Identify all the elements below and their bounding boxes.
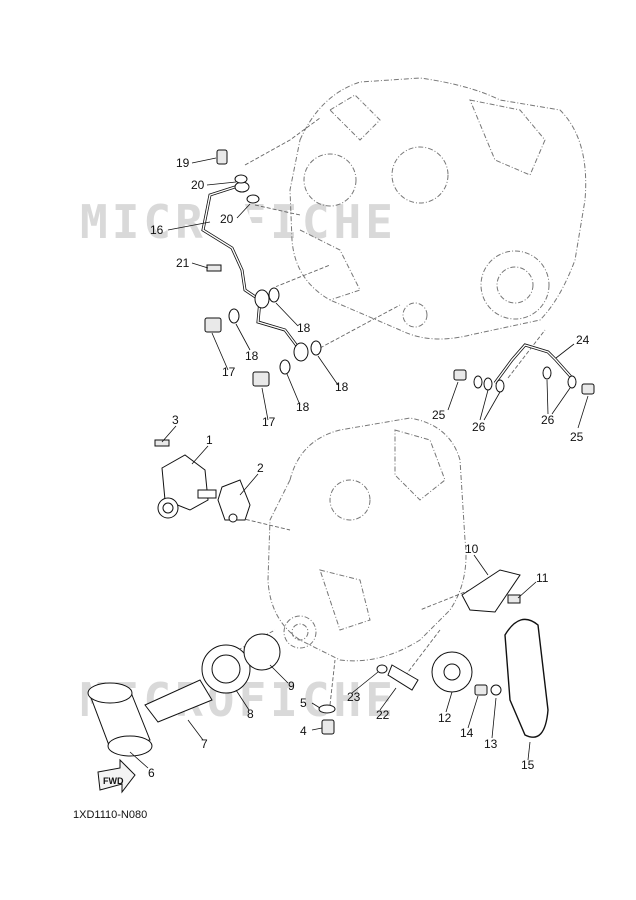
callout-20b: 20 <box>220 212 234 226</box>
callout-20a: 20 <box>191 178 205 192</box>
callout-15: 15 <box>521 758 535 772</box>
callout-25a: 25 <box>432 408 446 422</box>
callout-12: 12 <box>438 711 452 725</box>
lower-crankcase-outline <box>267 417 467 662</box>
callout-21: 21 <box>176 256 190 270</box>
callout-labels: 1 2 3 4 5 6 7 8 9 10 11 12 13 14 15 16 1… <box>148 156 590 780</box>
callout-25b: 25 <box>570 430 584 444</box>
callout-10: 10 <box>465 542 479 556</box>
oil-delivery-pipe <box>201 181 309 362</box>
callout-24: 24 <box>576 333 590 347</box>
callout-16: 16 <box>150 223 164 237</box>
upper-hardware <box>204 149 322 387</box>
callout-2: 2 <box>257 461 264 475</box>
callout-8: 8 <box>247 707 254 721</box>
callout-4: 4 <box>300 724 307 738</box>
callout-3: 3 <box>172 413 179 427</box>
fwd-label: FWD <box>103 776 124 786</box>
callout-7: 7 <box>201 737 208 751</box>
callout-17b: 17 <box>262 415 276 429</box>
diagram-code: 1XD1110-N080 <box>73 809 147 821</box>
oil-pipe-right <box>453 343 595 395</box>
callout-1: 1 <box>206 433 213 447</box>
callout-13: 13 <box>484 737 498 751</box>
callout-19: 19 <box>176 156 190 170</box>
callout-22: 22 <box>376 708 390 722</box>
callout-6: 6 <box>148 766 155 780</box>
callout-23: 23 <box>347 690 361 704</box>
upper-crankcase-outline <box>289 77 587 340</box>
oil-filter-group <box>87 633 419 757</box>
callout-5: 5 <box>300 696 307 710</box>
callout-9: 9 <box>288 679 295 693</box>
callout-14: 14 <box>460 726 474 740</box>
callout-18d: 18 <box>296 400 310 414</box>
callout-26a: 26 <box>472 420 486 434</box>
drive-chain-group <box>431 569 549 738</box>
assembly-lines <box>237 117 546 706</box>
callout-18c: 18 <box>335 380 349 394</box>
callout-26b: 26 <box>541 413 555 427</box>
oil-pump-group <box>154 439 251 523</box>
callout-18a: 18 <box>297 321 311 335</box>
callout-18b: 18 <box>245 349 259 363</box>
callout-17a: 17 <box>222 365 236 379</box>
callout-11: 11 <box>536 571 549 585</box>
leader-lines <box>129 157 589 769</box>
fwd-arrow: FWD <box>97 758 136 794</box>
